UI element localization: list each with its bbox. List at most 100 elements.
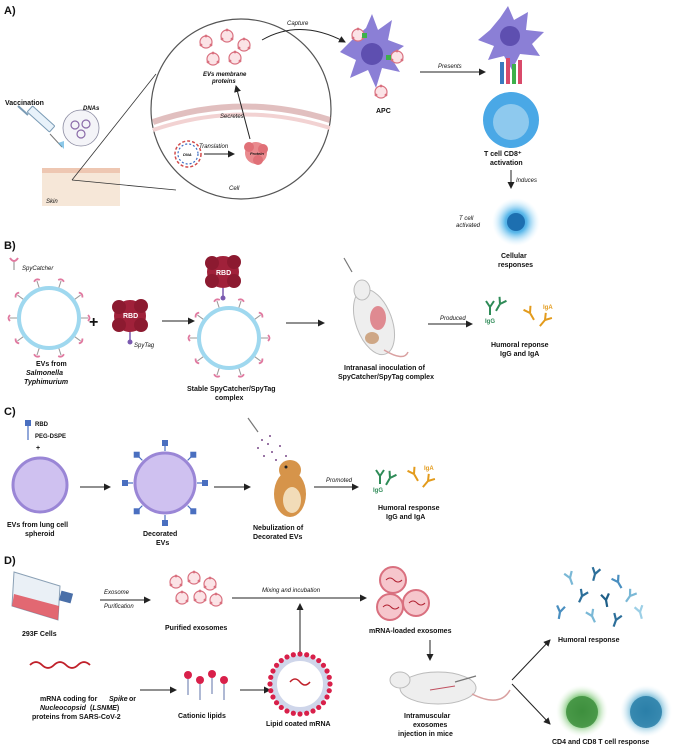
- or-label: or: [129, 696, 136, 703]
- rbd-square-icon: [202, 480, 208, 486]
- apc-cell-icon: [340, 14, 404, 99]
- lipid-head: [278, 657, 284, 664]
- apc-label: APC: [376, 108, 391, 115]
- spycatcher-stalk: [216, 368, 220, 376]
- decorated-ev-icon: [133, 451, 197, 515]
- ev-salmonella-icon: [17, 286, 81, 350]
- promoted-label: Promoted: [326, 478, 353, 484]
- panel-c: C) RBD PEG-DSPE + EVs from lung cell sph…: [4, 406, 440, 547]
- spycatcher-icon: [87, 314, 91, 322]
- rbd-square-icon: [190, 451, 197, 458]
- lipid-head: [270, 694, 276, 700]
- purified-label: Purified exosomes: [165, 625, 227, 632]
- spycatcher-icon: [33, 353, 41, 358]
- protein-label: Protein: [250, 151, 264, 156]
- lipid-head: [267, 681, 273, 687]
- rbd-square-icon: [133, 508, 140, 515]
- cellular-responses-label-1: Cellular: [501, 253, 527, 260]
- dna-label: DNA: [183, 152, 192, 157]
- mrna-strand-icon: [29, 661, 91, 669]
- mrna-coding-label: mRNA coding for: [40, 696, 98, 703]
- lipid-head: [268, 674, 274, 680]
- tcell-activated-label-2: activated: [456, 223, 481, 229]
- rbd-square-icon: [122, 480, 128, 486]
- cationic-label: Cationic lipids: [178, 713, 226, 720]
- lsnme-label: (LSNME): [90, 705, 119, 712]
- secretes-label: Secretes: [220, 114, 244, 120]
- spycatcher-stalk: [254, 356, 261, 362]
- complex-rbd-icon: [205, 255, 241, 301]
- antibody-icon: [585, 608, 596, 623]
- humoral-c-label-1: Humoral response: [378, 505, 440, 512]
- cell-culture-flask-icon: [11, 571, 74, 621]
- proteins-from-label: proteins from SARS-CoV-2: [32, 714, 121, 721]
- spycatcher-icon: [14, 291, 20, 298]
- spycatcher-icon: [78, 338, 84, 345]
- rbd-square-icon: [190, 508, 197, 515]
- spycatcher-icon: [57, 353, 65, 358]
- humoral-c-label-2: IgG and IgA: [386, 514, 425, 521]
- complex-label-1: Stable SpyCatcher/SpyTag: [187, 386, 276, 393]
- spycatcher-stalk: [36, 348, 40, 356]
- mouse-intramuscular-icon: [389, 671, 511, 705]
- rbd-label-2: RBD: [216, 270, 231, 277]
- evs-lung-label-2: spheroid: [25, 531, 55, 538]
- antibody-icon: [625, 588, 638, 603]
- evs-lung-label-1: EVs from lung cell: [7, 522, 68, 529]
- lipid-coated-mrna-icon: [271, 655, 329, 713]
- lipid-head: [270, 668, 276, 674]
- skin-tissue: [42, 168, 120, 206]
- spytag-label: SpyTag: [134, 343, 155, 349]
- vaccination-label: Vaccination: [5, 100, 44, 107]
- spycatcher-stalk: [238, 300, 242, 308]
- spycatcher-icon: [194, 311, 200, 318]
- mouse-intranasal-icon: [343, 257, 409, 358]
- iga-label-c: IgA: [424, 466, 434, 472]
- loaded-label: mRNA-loaded exosomes: [369, 628, 452, 635]
- spike-label: Spike: [109, 696, 128, 703]
- lipid-head: [278, 704, 284, 711]
- nebulization-label-2: Decorated EVs: [253, 534, 303, 541]
- tcell-label-1: T cell CD8⁺: [484, 151, 522, 158]
- lipid-head: [316, 704, 322, 711]
- lipid-head: [326, 674, 332, 680]
- nebulization-label-1: Nebulization of: [253, 525, 304, 532]
- antibody-icon: [611, 574, 623, 589]
- spycatcher-icon: [213, 373, 221, 378]
- lipid-head: [290, 652, 296, 658]
- tcell-activated-label-1: T cell: [459, 216, 474, 222]
- spycatcher-icon: [258, 311, 264, 318]
- lipid-head: [327, 681, 333, 687]
- lipid-head: [326, 688, 332, 694]
- spycatcher-icon: [57, 278, 65, 283]
- syringe-icon: [17, 105, 64, 149]
- antibody-icon: [578, 588, 589, 603]
- spycatcher-stalk: [197, 314, 204, 320]
- igg-antibody-icon-b: [485, 295, 508, 316]
- panel-a: A) Skin Vaccination DNAs Ce: [4, 5, 544, 269]
- cells-label: 293F Cells: [22, 631, 57, 638]
- spycatcher-icon: [237, 298, 245, 303]
- spycatcher-stalk: [216, 300, 220, 308]
- spycatcher-stalk: [74, 336, 81, 342]
- cell-label: Cell: [229, 186, 240, 192]
- ev-complex-icon: [197, 306, 261, 370]
- translation-label: Translation: [199, 144, 229, 150]
- spycatcher-stalk: [238, 368, 242, 376]
- lipid-head: [273, 700, 280, 706]
- cellular-responses-label-2: responses: [498, 262, 533, 269]
- antibody-icon: [612, 612, 623, 627]
- spycatcher-stalk: [254, 314, 261, 320]
- lipid-head: [320, 700, 327, 706]
- iga-label-b: IgA: [543, 305, 553, 311]
- lipid-head: [297, 711, 303, 717]
- rbd-square-icon: [162, 440, 168, 446]
- hamster-nebulization-icon: [247, 417, 306, 517]
- tcell-apc-icon: [478, 6, 544, 148]
- lipid-head: [268, 688, 274, 694]
- lipid-ring: [267, 651, 333, 717]
- decorated-label-2: EVs: [156, 540, 169, 547]
- ev-membrane-label-2: proteins: [211, 79, 236, 85]
- spycatcher-icon: [187, 334, 191, 342]
- spycatcher-icon: [258, 358, 264, 365]
